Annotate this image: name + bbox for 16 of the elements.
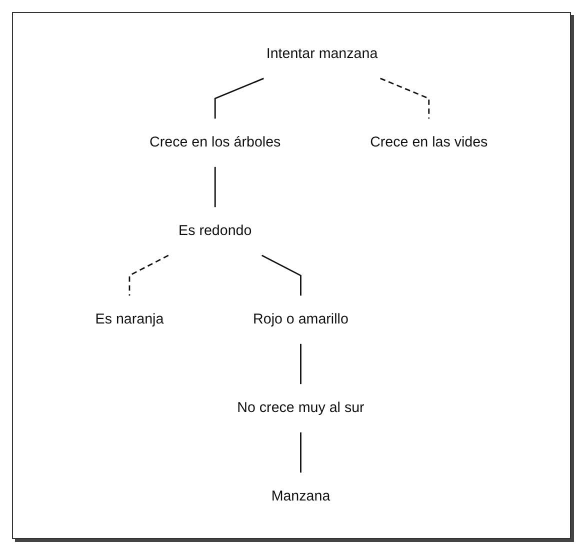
node-text: Es redondo xyxy=(178,223,252,238)
node-text: Crece en las vides xyxy=(370,134,488,150)
connector xyxy=(261,254,302,296)
node-text: No crece muy al sur xyxy=(237,400,364,416)
connector xyxy=(214,166,216,208)
connector xyxy=(300,432,302,473)
node-text: Crece en los árboles xyxy=(150,134,281,150)
connector xyxy=(380,78,430,119)
node-text: Es naranja xyxy=(95,312,164,327)
node-text: Rojo o amarillo xyxy=(253,312,348,327)
connector xyxy=(214,78,264,119)
node-text: Manzana xyxy=(271,488,330,504)
connector xyxy=(300,344,302,384)
node-text: Intentar manzana xyxy=(266,46,378,62)
diagram-frame: Intentar manzana Crece en los árboles Crece en las vides Es redondo Es naranja Rojo o amarillo No crece muy al sur Manzana xyxy=(12,12,571,539)
connector xyxy=(128,254,169,296)
